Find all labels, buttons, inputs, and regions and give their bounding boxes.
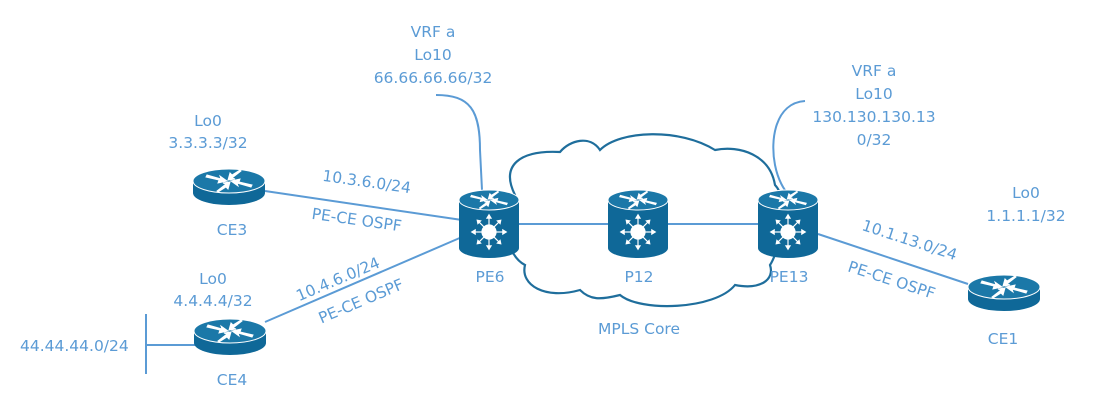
link-ce3-pe6-subnet: 10.3.6.0/24 bbox=[321, 167, 412, 197]
link-pe13-ce1-protocol: PE-CE OSPF bbox=[846, 258, 938, 303]
label-pe6: PE6 bbox=[475, 268, 504, 286]
label-ce1: CE1 bbox=[988, 330, 1018, 348]
router-ce1[interactable] bbox=[967, 274, 1041, 311]
link-pe13-ce1-subnet: 10.1.13.0/24 bbox=[860, 216, 960, 264]
pe6-loopback-address: 66.66.66.66/32 bbox=[374, 69, 493, 87]
pe6-vrf-name: VRF a bbox=[411, 23, 456, 41]
ce1-loopback-address: 1.1.1.1/32 bbox=[986, 207, 1065, 225]
ce3-loopback-address: 3.3.3.3/32 bbox=[168, 134, 247, 152]
pe13-loopback-name: Lo10 bbox=[855, 85, 893, 103]
link-pe13-ce1 bbox=[817, 233, 969, 285]
label-ce4: CE4 bbox=[217, 371, 247, 389]
ce4-loopback-name: Lo0 bbox=[199, 270, 227, 288]
link-ce3-pe6 bbox=[264, 190, 463, 221]
lan-subnet-label: 44.44.44.0/24 bbox=[20, 337, 129, 355]
router-ce3[interactable] bbox=[192, 168, 266, 205]
pe13-loopback-address-2: 0/32 bbox=[857, 131, 892, 149]
link-ce4-pe6 bbox=[264, 236, 463, 323]
switch-pe13[interactable] bbox=[757, 189, 819, 258]
label-p12: P12 bbox=[624, 268, 653, 286]
switch-star-icon bbox=[470, 213, 508, 251]
ce4-loopback-address: 4.4.4.4/32 bbox=[173, 292, 252, 310]
label-ce3: CE3 bbox=[217, 221, 247, 239]
router-ce4[interactable] bbox=[193, 318, 267, 355]
label-pe13: PE13 bbox=[770, 268, 809, 286]
switch-star-icon bbox=[769, 213, 807, 251]
callout-pe6-lo10 bbox=[435, 94, 483, 191]
pe6-loopback-name: Lo10 bbox=[414, 46, 452, 64]
callout-pe13-lo10 bbox=[772, 100, 806, 196]
switch-star-icon bbox=[619, 213, 657, 251]
pe13-loopback-address-1: 130.130.130.13 bbox=[812, 108, 935, 126]
label-mpls-core: MPLS Core bbox=[598, 320, 680, 338]
ce1-loopback-name: Lo0 bbox=[1012, 184, 1040, 202]
ce3-loopback-name: Lo0 bbox=[194, 112, 222, 130]
switch-p12[interactable] bbox=[607, 189, 669, 258]
switch-pe6[interactable] bbox=[458, 189, 520, 258]
pe13-vrf-name: VRF a bbox=[852, 62, 897, 80]
